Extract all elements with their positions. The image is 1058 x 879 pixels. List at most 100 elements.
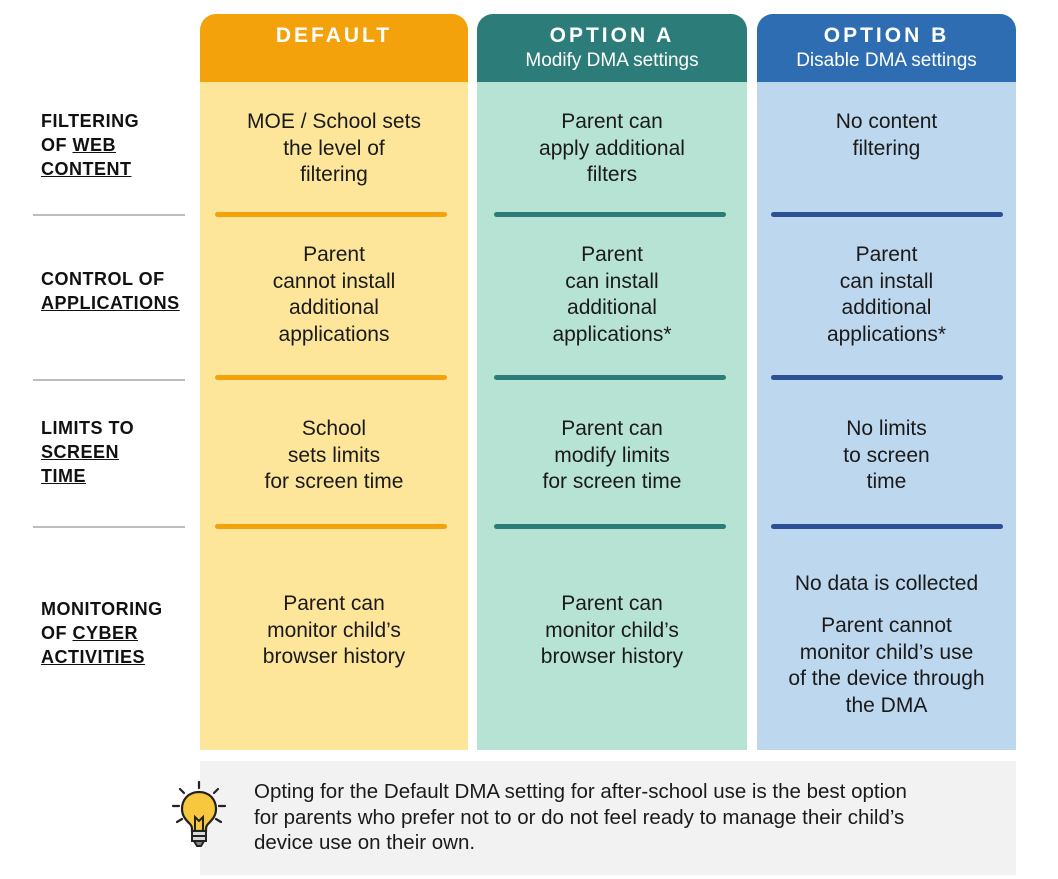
divider	[215, 524, 447, 529]
column-subtitle: Modify DMA settings	[525, 50, 699, 71]
column-header-option-b: OPTION B Disable DMA settings	[757, 14, 1016, 82]
cell-default-limits: School sets limits for screen time	[200, 416, 468, 496]
cell-line: Parent can	[283, 592, 385, 615]
cell-line: MOE / School sets	[247, 110, 421, 133]
cell-line: Parent cannot	[821, 614, 952, 637]
divider	[494, 375, 726, 380]
cell-line: Parent can	[561, 110, 663, 133]
cell-line: modify limits	[554, 443, 670, 467]
divider	[771, 524, 1003, 529]
cell-line: filtering	[300, 163, 368, 186]
cell-line: of the device through	[788, 667, 985, 690]
cell-line: Parent	[303, 243, 365, 266]
cell-line: Parent can	[561, 592, 663, 615]
note-box	[200, 761, 1016, 875]
row-label-filtering: FILTERING OF WEB CONTENT	[41, 109, 139, 181]
cell-line: monitor child’s	[267, 618, 401, 642]
cell-line: for screen time	[264, 470, 404, 493]
cell-option-b-monitoring: Parent cannot monitor child’s use of the…	[757, 613, 1016, 719]
cell-line: applications*	[552, 322, 672, 346]
cell-line: applications	[278, 322, 390, 346]
cell-line: apply additional	[539, 136, 685, 160]
cell-option-b-control: Parent can install additional applicatio…	[757, 242, 1016, 348]
divider	[494, 212, 726, 217]
column-body-default	[200, 82, 468, 750]
column-default: DEFAULT MOE / School sets the level of f…	[200, 14, 468, 750]
column-subtitle: Disable DMA settings	[796, 50, 977, 71]
cell-line: the level of	[283, 136, 385, 160]
row-label-underlined: ACTIVITIES	[41, 647, 146, 667]
cell-default-control: Parent cannot install additional applica…	[200, 242, 468, 348]
cell-option-b-limits: No limits to screen time	[757, 416, 1016, 496]
cell-line: Parent	[581, 243, 643, 266]
cell-default-monitoring: Parent can monitor child’s browser histo…	[200, 591, 468, 671]
cell-line: can install	[565, 269, 659, 293]
cell-line: browser history	[262, 645, 406, 668]
column-body-option-a	[477, 82, 747, 750]
column-title: DEFAULT	[275, 24, 393, 47]
row-label-text: MONITORING	[41, 599, 163, 619]
cell-option-b-filtering: No content filtering	[757, 109, 1016, 162]
divider	[771, 212, 1003, 217]
row-label-of: OF	[41, 623, 73, 643]
row-label-text: OF CYBER	[41, 621, 163, 645]
divider	[494, 524, 726, 529]
cell-line: Parent can	[561, 417, 663, 440]
cell-option-a-filtering: Parent can apply additional filters	[477, 109, 747, 189]
row-label-underlined: WEB	[72, 135, 116, 155]
cell-line: can install	[839, 269, 934, 293]
cell-line: the DMA	[845, 693, 928, 717]
row-label-text: CONTROL OF	[41, 269, 165, 289]
cell-line: for screen time	[542, 470, 682, 493]
cell-option-a-control: Parent can install additional applicatio…	[477, 242, 747, 348]
note-text: Opting for the Default DMA setting for a…	[254, 779, 1004, 856]
cell-line: No limits	[846, 417, 927, 440]
row-label-limits: LIMITS TO SCREEN TIME	[41, 416, 134, 488]
cell-line: No data is collected	[794, 572, 979, 595]
lightbulb-icon	[171, 780, 227, 847]
row-label-monitoring: MONITORING OF CYBER ACTIVITIES	[41, 597, 163, 669]
column-title: OPTION B	[823, 24, 950, 47]
cell-line: to screen	[843, 443, 930, 467]
divider	[215, 212, 447, 217]
row-label-control: CONTROL OF APPLICATIONS	[41, 267, 180, 315]
row-label-text: FILTERING	[41, 111, 140, 131]
column-option-b: OPTION B Disable DMA settings No content…	[757, 14, 1016, 750]
cell-line: filtering	[852, 136, 921, 160]
column-body-option-b	[757, 82, 1016, 750]
column-option-a: OPTION A Modify DMA settings Parent can …	[477, 14, 747, 750]
cell-line: filters	[586, 163, 638, 186]
note-line: device use on their own.	[254, 831, 476, 854]
cell-line: time	[866, 470, 907, 493]
cell-line: applications*	[826, 322, 947, 346]
row-label-text: OF WEB	[41, 133, 139, 157]
row-label-underlined: APPLICATIONS	[41, 293, 180, 313]
cell-default-filtering: MOE / School sets the level of filtering	[200, 109, 468, 189]
row-label-underlined: TIME	[41, 466, 86, 486]
cell-option-b-monitoring-top: No data is collected	[757, 571, 1016, 598]
row-label-underlined: CYBER	[72, 623, 139, 643]
column-title: OPTION A	[549, 24, 675, 47]
row-label-underlined: SCREEN	[41, 442, 120, 462]
cell-line: monitor child’s use	[799, 640, 974, 664]
cell-line: No content	[835, 110, 938, 133]
cell-line: sets limits	[287, 443, 381, 467]
cell-line: School	[301, 417, 367, 440]
row-label-underlined: CONTENT	[41, 159, 132, 179]
row-separator	[33, 214, 185, 216]
row-label-of: OF	[41, 135, 73, 155]
column-header-option-a: OPTION A Modify DMA settings	[477, 14, 747, 82]
cell-line: Parent	[855, 243, 918, 266]
cell-option-a-monitoring: Parent can monitor child’s browser histo…	[477, 591, 747, 671]
row-separator	[33, 379, 185, 381]
cell-line: additional	[841, 296, 932, 319]
cell-line: monitor child’s	[545, 618, 679, 642]
column-header-default: DEFAULT	[200, 14, 468, 82]
note-line: Opting for the Default DMA setting for a…	[254, 780, 907, 803]
cell-line: additional	[567, 296, 657, 319]
row-separator	[33, 526, 185, 528]
divider	[215, 375, 447, 380]
note-line: for parents who prefer not to or do not …	[254, 805, 905, 829]
divider	[771, 375, 1003, 380]
row-label-text: LIMITS TO	[41, 418, 135, 438]
